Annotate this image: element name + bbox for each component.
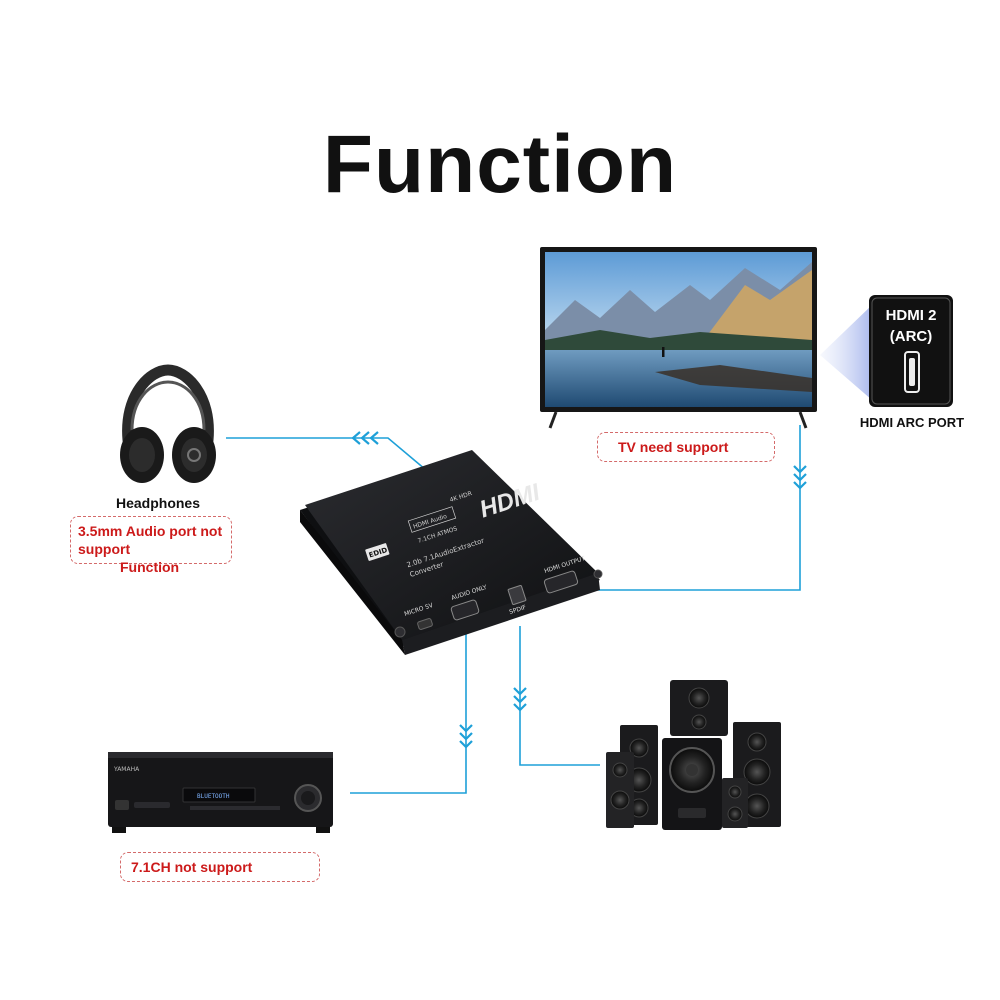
line-headphones [226, 437, 433, 476]
receiver-note-text: 7.1CH not support [131, 859, 253, 875]
tv-icon [540, 247, 817, 429]
receiver-brand: YAMAHA [113, 766, 140, 773]
receiver-note-box: 7.1CH not support [120, 852, 320, 882]
line-audio-receiver [350, 628, 467, 794]
headphones-note-line1: 3.5mm Audio port not [78, 523, 223, 539]
line-spdif-speakers [519, 626, 600, 766]
headphones-icon [120, 364, 216, 483]
headphones-note-box: 3.5mm Audio port not support Function [70, 516, 232, 575]
arc-caption: HDMI ARC PORT [860, 415, 964, 430]
chevron-left-icon [351, 431, 379, 445]
speaker-system-icon [606, 680, 781, 830]
page-title: Function [322, 119, 678, 210]
tv-note-text: TV need support [618, 439, 729, 455]
hdmi-arc-port-card [869, 295, 953, 407]
headphones-caption: Headphones [116, 495, 200, 511]
arc-label-line2: (ARC) [890, 328, 933, 345]
headphones-note-line2: support Function [78, 540, 231, 576]
tv-note-box: TV need support [597, 432, 775, 462]
chevron-down-icon [459, 724, 473, 749]
arc-beam [820, 305, 872, 400]
arc-label-line1: HDMI 2 [886, 307, 937, 324]
headphones-note-line2b: Function [120, 559, 180, 575]
chevron-down-icon [793, 465, 807, 490]
receiver-display: BLUETOOTH [197, 793, 230, 800]
hdmi-audio-extractor-device [300, 450, 603, 655]
chevron-down-icon [513, 687, 527, 712]
av-receiver-icon [108, 752, 333, 833]
flow-chevrons [351, 431, 807, 749]
headphones-note-line2a: support [78, 541, 131, 557]
